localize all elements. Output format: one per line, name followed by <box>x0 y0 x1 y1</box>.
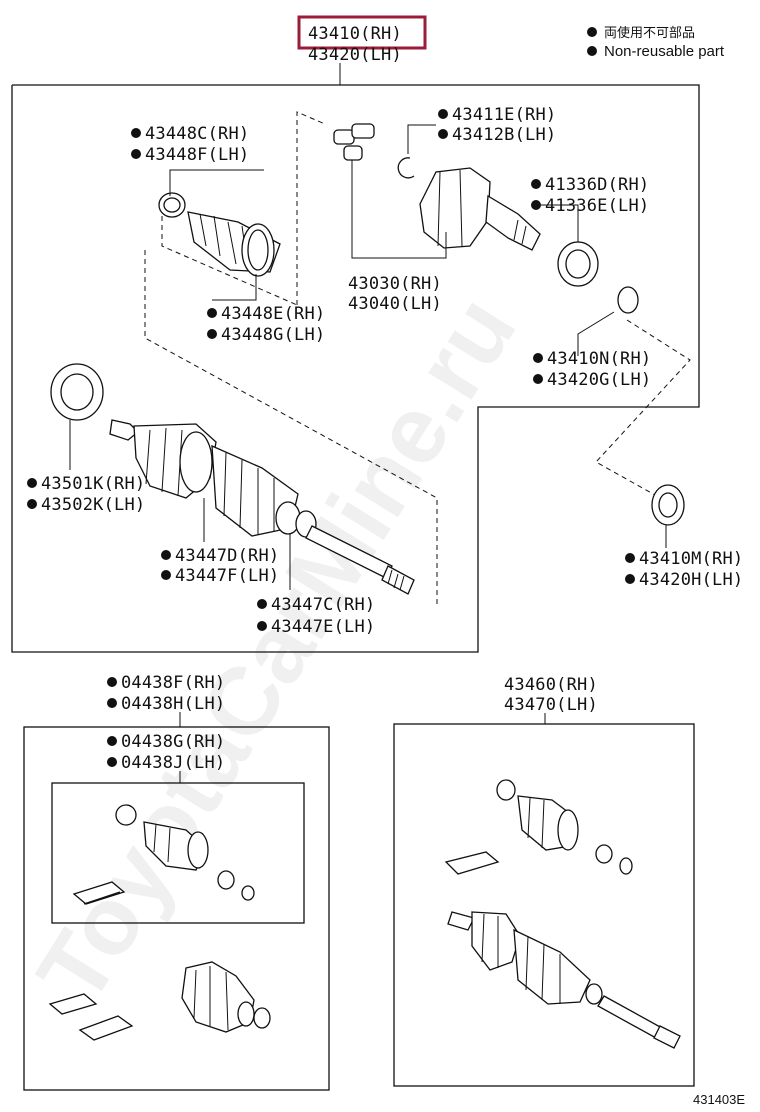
label-43410M[interactable]: 43410M(RH) <box>639 549 743 569</box>
label-04438G[interactable]: 04438G(RH) <box>121 732 225 752</box>
snap-ring <box>397 157 415 179</box>
label-43411E[interactable]: 43411E(RH) <box>452 105 556 125</box>
non-reusable-dot-icon <box>587 46 597 56</box>
upper-boot-group <box>158 192 281 277</box>
label-43410N[interactable]: 43410N(RH) <box>547 349 651 369</box>
shaft-kit-parts <box>444 779 681 1049</box>
oil-seal-upper <box>557 241 599 287</box>
non-reusable-dot-icon <box>587 27 597 37</box>
legend-text-en: Non-reusable part <box>604 43 725 60</box>
drive-shaft-assembly <box>50 363 415 595</box>
inboard-joint-housing <box>419 167 541 251</box>
label-43470[interactable]: 43470(LH) <box>504 695 598 715</box>
label-41336D[interactable]: 41336D(RH) <box>545 175 649 195</box>
main-part-lh[interactable]: 43420(LH) <box>308 45 402 65</box>
boot-kit-outer-frame <box>23 726 330 1091</box>
main-assembly-frame <box>11 84 700 653</box>
label-43448G[interactable]: 43448G(LH) <box>221 325 325 345</box>
label-43447C[interactable]: 43447C(RH) <box>271 595 375 615</box>
outer-boot-kit-parts <box>48 961 271 1041</box>
shaft-kit-frame <box>393 723 695 1087</box>
label-04438J[interactable]: 04438J(LH) <box>121 753 225 773</box>
label-43448E[interactable]: 43448E(RH) <box>221 304 325 324</box>
legend-text-jp: 両使用不可部品 <box>604 25 695 41</box>
label-43448C[interactable]: 43448C(RH) <box>145 124 249 144</box>
label-43420H[interactable]: 43420H(LH) <box>639 570 743 590</box>
inner-boot-kit-parts <box>72 804 255 905</box>
figure-code: 431403E <box>693 1092 745 1107</box>
label-43447F[interactable]: 43447F(LH) <box>175 566 279 586</box>
label-43040[interactable]: 43040(LH) <box>348 294 442 314</box>
label-43447D[interactable]: 43447D(RH) <box>175 546 279 566</box>
label-04438H[interactable]: 04438H(LH) <box>121 694 225 714</box>
label-41336E[interactable]: 41336E(LH) <box>545 196 649 216</box>
label-43501K[interactable]: 43501K(RH) <box>41 474 145 494</box>
label-04438F[interactable]: 04438F(RH) <box>121 673 225 693</box>
oil-seal-lower <box>651 484 685 526</box>
label-43030[interactable]: 43030(RH) <box>348 274 442 294</box>
boot-kit-inner-frame <box>51 782 305 924</box>
label-43412B[interactable]: 43412B(LH) <box>452 125 556 145</box>
clip-ring <box>617 286 639 314</box>
label-43502K[interactable]: 43502K(LH) <box>41 495 145 515</box>
label-43447E[interactable]: 43447E(LH) <box>271 617 375 637</box>
tripod-joint <box>333 123 375 161</box>
label-43448F[interactable]: 43448F(LH) <box>145 145 249 165</box>
label-43420G[interactable]: 43420G(LH) <box>547 370 651 390</box>
label-43460[interactable]: 43460(RH) <box>504 675 598 695</box>
main-part-rh[interactable]: 43410(RH) <box>308 24 402 44</box>
highlight-box <box>297 15 427 50</box>
